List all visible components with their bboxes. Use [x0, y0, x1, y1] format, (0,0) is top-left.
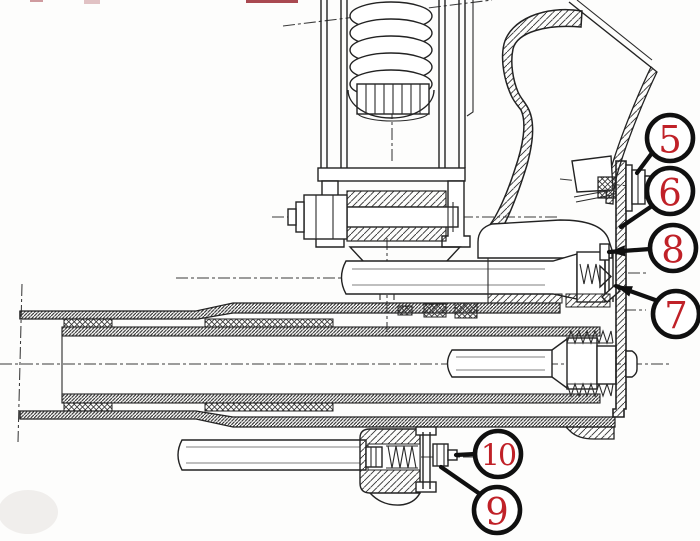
- callout-number: 5: [658, 119, 682, 162]
- hub-flange: [348, 246, 462, 263]
- callout-circle: [647, 222, 699, 274]
- outer-tube-top-wall: [19, 302, 561, 320]
- bushing: [204, 402, 334, 412]
- callout-9: 9: [438, 464, 523, 536]
- torsion-bar: [446, 329, 617, 398]
- shock-lower-mount: [287, 167, 471, 300]
- bushing: [204, 318, 334, 328]
- callout-number: 9: [485, 491, 509, 534]
- red-artifacts: [30, 0, 298, 4]
- case-foot: [560, 426, 615, 440]
- callout-number: 10: [481, 439, 516, 474]
- red-artifact-mark: [246, 0, 298, 3]
- scan-smudge: [0, 490, 58, 534]
- callout-circle: [472, 428, 524, 480]
- callout-number: 7: [664, 295, 688, 338]
- shock-absorber: [320, 0, 474, 168]
- lever-shaft: [340, 219, 621, 308]
- callout-circle: [644, 112, 696, 164]
- red-artifact-mark: [84, 0, 100, 4]
- pivot-tube: [19, 302, 616, 440]
- callout-leader-line: [618, 203, 655, 230]
- spline-teeth: [566, 329, 614, 345]
- callout-circle: [650, 288, 700, 340]
- callout-arrowhead: [609, 245, 626, 257]
- push-rod: [177, 439, 367, 471]
- bushing: [63, 318, 113, 328]
- adjuster-assembly: [177, 426, 458, 506]
- inner-tube-bottom-wall: [61, 393, 601, 404]
- outer-tube-bottom-wall: [19, 410, 616, 428]
- callout-10: 10: [453, 428, 524, 480]
- callout-leader-line: [634, 150, 655, 176]
- pivot-bolt-shank: [346, 206, 459, 228]
- callout-8: 8: [606, 222, 699, 274]
- red-artifact-mark: [30, 0, 43, 2]
- bushing: [63, 402, 113, 412]
- shock-struts: [320, 0, 474, 168]
- callout-leader-line: [453, 451, 478, 458]
- inner-tube-top-wall: [61, 326, 601, 337]
- locknut: [432, 443, 449, 467]
- coupling-hub: [596, 345, 617, 385]
- shaft-hex-tip: [625, 350, 638, 378]
- washer: [625, 164, 633, 212]
- detent-spring: [579, 263, 601, 285]
- case-boss: [477, 219, 613, 259]
- callout-number: 6: [658, 172, 682, 215]
- mounting-plate-assembly: [571, 155, 654, 418]
- callout-circle: [644, 165, 696, 217]
- coil-spring: [347, 1, 435, 122]
- seal: [454, 302, 478, 319]
- threaded-shank: [597, 176, 617, 199]
- callout-number: 8: [661, 229, 685, 272]
- callout-circle: [471, 484, 523, 536]
- callout-arrowhead: [616, 286, 633, 297]
- seal: [397, 305, 413, 316]
- callouts: 5 6 8 7 10 9: [438, 112, 700, 536]
- callout-leader-line: [438, 464, 483, 497]
- callout-7: 7: [613, 283, 700, 340]
- seal: [423, 303, 447, 318]
- adjuster-spring: [386, 445, 418, 469]
- pivot-bolt-head: [287, 194, 348, 240]
- callout-5: 5: [634, 112, 696, 176]
- callout-6: 6: [618, 165, 696, 230]
